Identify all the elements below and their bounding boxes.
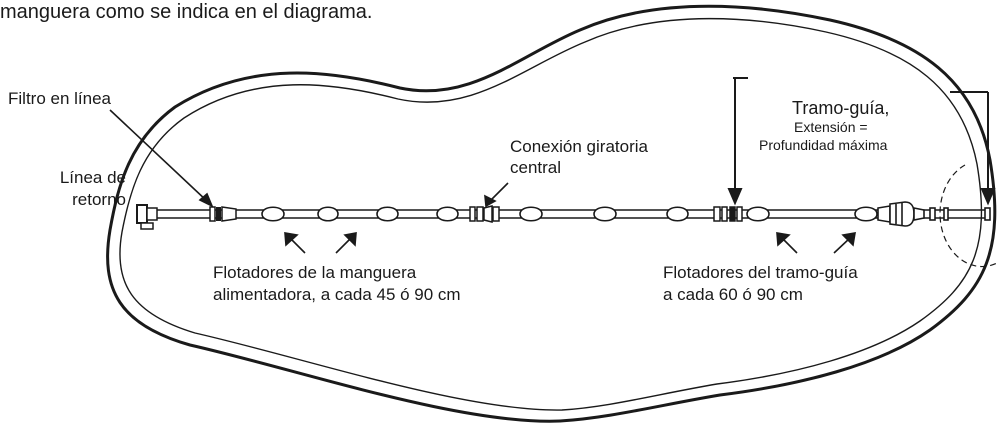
leader-extension-label: Extensión = [794,119,868,135]
return-line-fitting [136,204,158,230]
feed-floats-label-2: alimentadora, a cada 45 ó 90 cm [213,285,461,304]
center-swivel-label-2: central [510,158,562,177]
feed-floats-label-1: Flotadores de la manguera [213,263,417,282]
center-swivel [469,205,500,223]
pool-outline-inner [119,17,983,411]
leader-floats-label-1: Flotadores del tramo-guía [663,263,858,282]
inline-filter-label: Filtro en línea [8,89,111,108]
return-line-label-2: retorno [72,190,126,209]
leader-floats-label-2: a cada 60 ó 90 cm [663,285,803,304]
leader-title-label: Tramo-guía, [792,98,890,118]
leader-connector [713,206,743,222]
intro-text: manguera como se indica en el diagrama. [0,1,373,23]
pointer-arrows [109,109,856,254]
feed-hose-floats [261,206,689,222]
inline-filter [209,206,237,222]
pool-outline-outer [106,4,997,423]
cleaner-head [877,201,991,227]
leader-length-bracket [727,77,996,206]
end-dashed-circle [939,164,999,268]
leader-max-depth-label: Profundidad máxima [759,137,888,153]
center-swivel-label-1: Conexión giratoria [510,137,648,156]
return-line-label-1: Línea de [59,168,126,187]
leader-hose-floats [746,206,878,222]
